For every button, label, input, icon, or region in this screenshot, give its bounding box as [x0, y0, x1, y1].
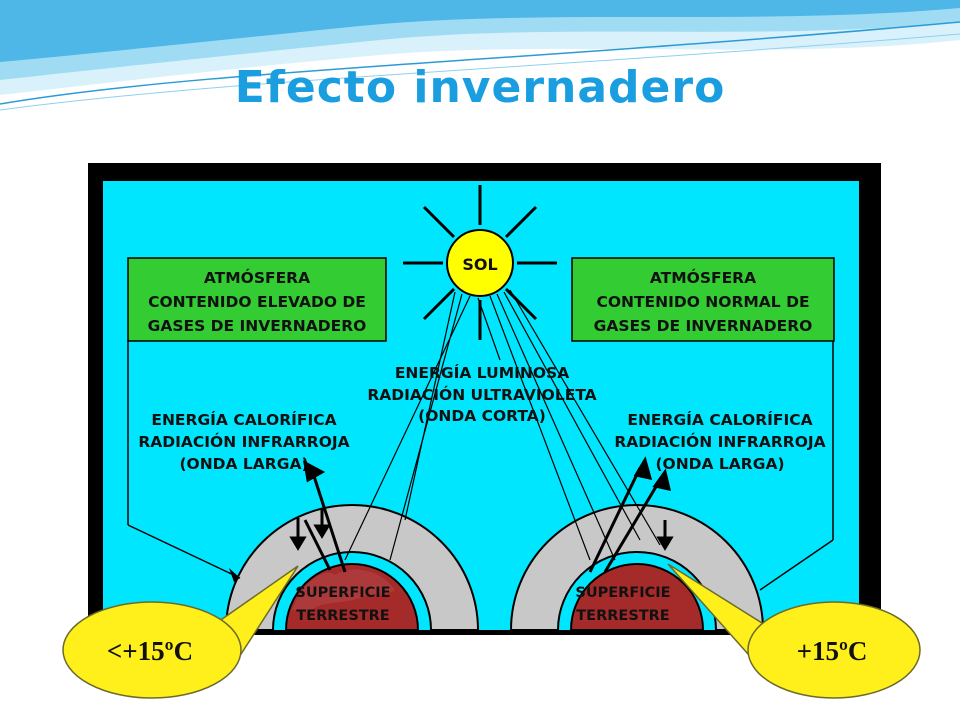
right-infrared-line: (ONDA LARGA)	[655, 455, 784, 473]
sun-label: SOL	[462, 255, 497, 274]
left-atmosphere-box: ATMÓSFERA CONTENIDO ELEVADO DE GASES DE …	[127, 257, 387, 342]
left-box-line: ATMÓSFERA	[204, 268, 310, 287]
center-label-line: (ONDA CORTA)	[418, 407, 546, 425]
left-surface-line: TERRESTRE	[296, 608, 389, 624]
left-infrared-label: ENERGÍA CALORÍFICA RADIACIÓN INFRARROJA …	[138, 410, 349, 473]
right-atmosphere-box: ATMÓSFERA CONTENIDO NORMAL DE GASES DE I…	[571, 257, 835, 342]
left-temperature-callout: <+15ºC	[62, 565, 299, 699]
right-temperature-callout: +15ºC	[667, 563, 921, 699]
left-infrared-arrows	[289, 460, 347, 573]
left-infrared-line: RADIACIÓN INFRARROJA	[138, 432, 349, 451]
right-atmosphere-ring	[509, 504, 765, 631]
left-temperature-value: <+15ºC	[107, 636, 193, 666]
left-box-line: CONTENIDO ELEVADO DE	[148, 293, 366, 311]
left-atmosphere	[224, 504, 480, 631]
right-infrared-line: RADIACIÓN INFRARROJA	[614, 432, 825, 451]
right-box-line: CONTENIDO NORMAL DE	[596, 293, 809, 311]
right-surface-line: SUPERFICIE	[575, 585, 670, 601]
light-energy-label: ENERGÍA LUMINOSA RADIACIÓN ULTRAVIOLETA …	[367, 363, 596, 425]
right-box-line: ATMÓSFERA	[650, 268, 756, 287]
sun-rays	[403, 185, 557, 340]
left-infrared-line: (ONDA LARGA)	[179, 455, 308, 473]
left-atmosphere-ring	[224, 504, 480, 631]
right-surface-label: SUPERFICIE TERRESTRE	[575, 585, 670, 624]
sun-icon	[446, 229, 514, 297]
right-temperature-value: +15ºC	[797, 636, 868, 666]
left-box-line: GASES DE INVERNADERO	[148, 317, 367, 335]
right-atmosphere	[509, 504, 765, 631]
header-wave-decoration	[0, 0, 960, 111]
center-label-line: RADIACIÓN ULTRAVIOLETA	[367, 385, 596, 404]
left-earth	[284, 563, 420, 631]
left-infrared-line: ENERGÍA CALORÍFICA	[151, 410, 336, 429]
center-label-line: ENERGÍA LUMINOSA	[395, 363, 569, 382]
right-infrared-arrows	[588, 456, 674, 573]
right-connector-line	[759, 539, 834, 591]
left-surface-label: SUPERFICIE TERRESTRE	[295, 585, 390, 624]
right-earth	[569, 563, 705, 631]
left-surface-line: SUPERFICIE	[295, 585, 390, 601]
right-infrared-line: ENERGÍA CALORÍFICA	[627, 410, 812, 429]
right-surface-line: TERRESTRE	[576, 608, 669, 624]
left-connector-line	[127, 524, 241, 579]
sunlight-rays	[344, 289, 661, 561]
right-infrared-label: ENERGÍA CALORÍFICA RADIACIÓN INFRARROJA …	[614, 410, 825, 473]
right-box-line: GASES DE INVERNADERO	[594, 317, 813, 335]
slide-title: Efecto invernadero	[234, 62, 726, 113]
